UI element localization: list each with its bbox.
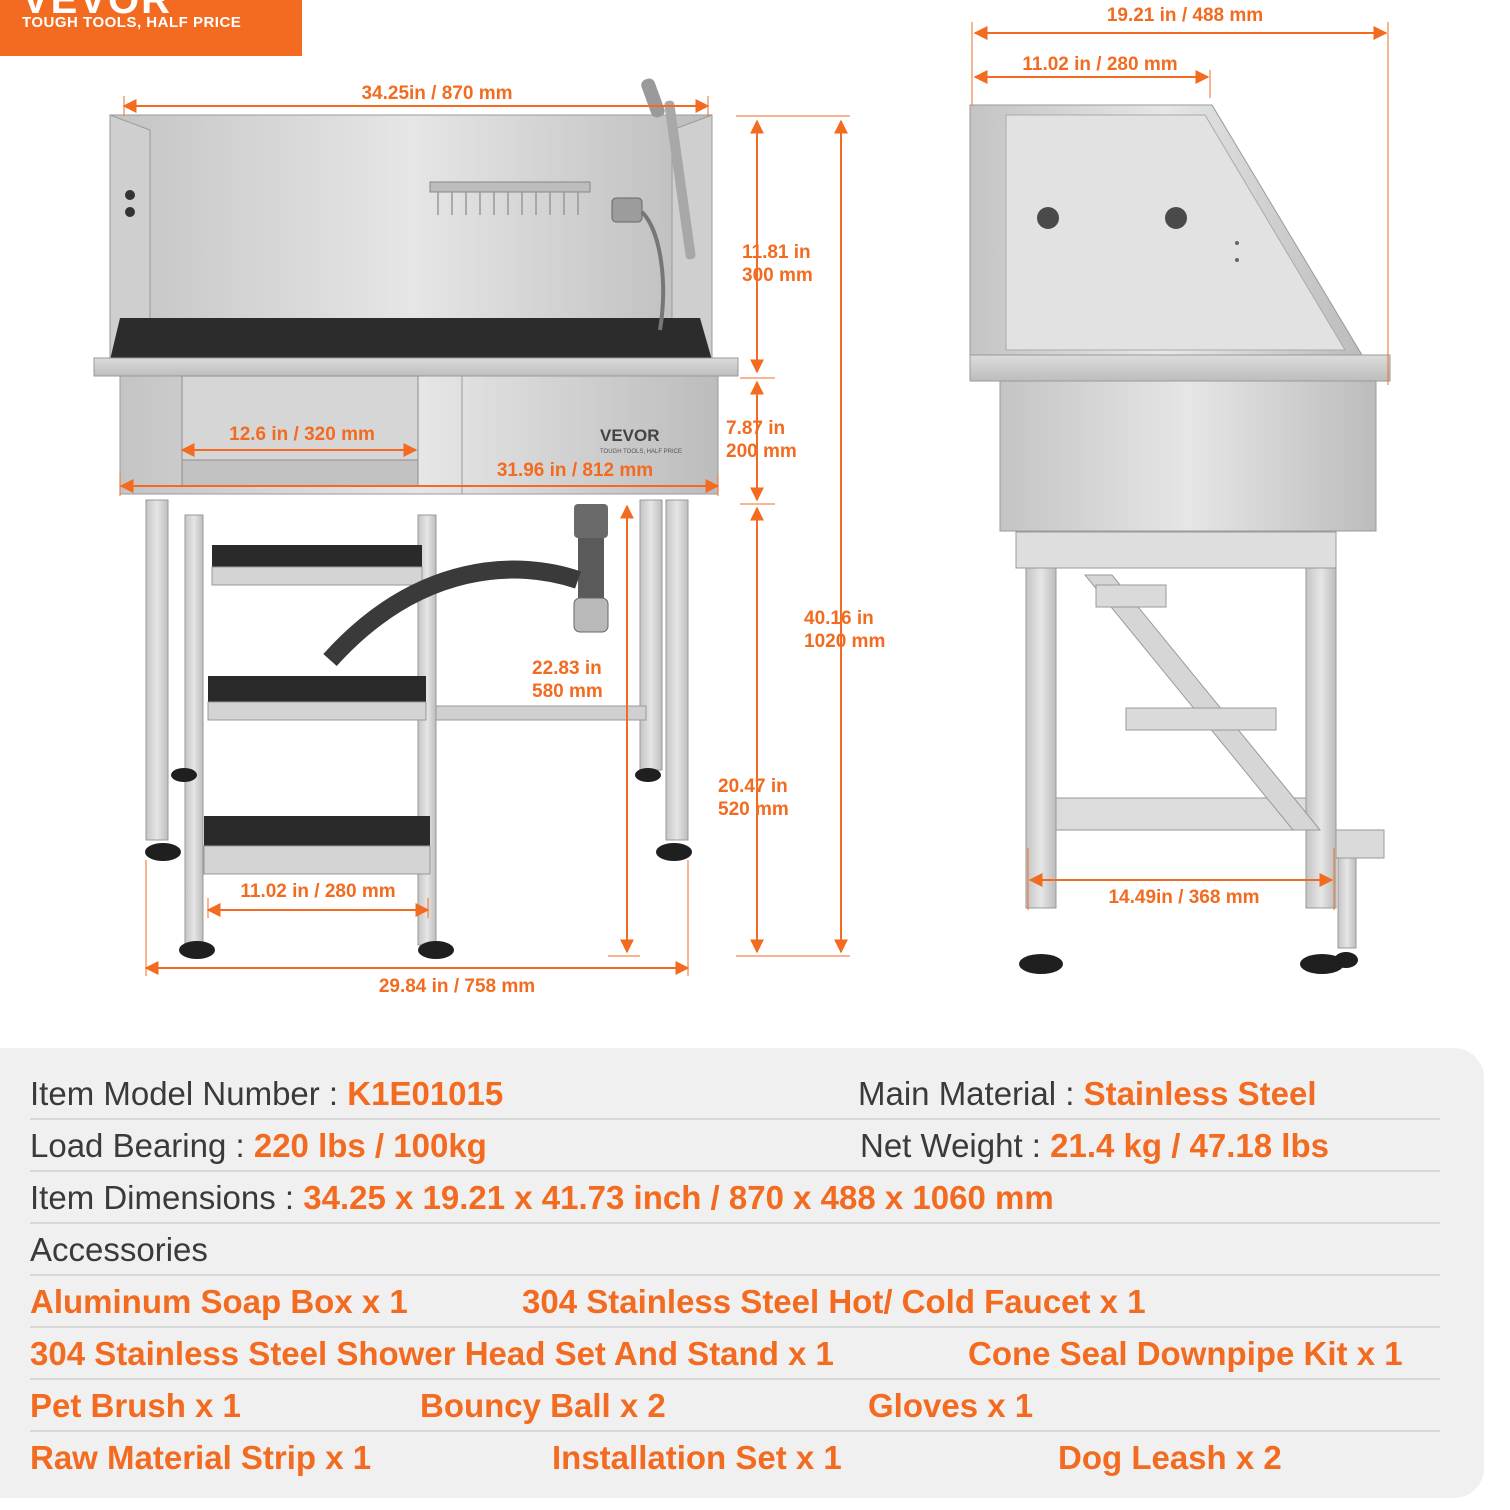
- dim-base-width: 29.84 in / 758 mm: [379, 976, 535, 997]
- dim-step-height-in: 22.83 in: [532, 658, 602, 679]
- dim-leg-height-in: 20.47 in: [718, 776, 788, 797]
- svg-text:TOUGH TOOLS, HALF PRICE: TOUGH TOOLS, HALF PRICE: [600, 449, 682, 455]
- dim-total-height-mm: 1020 mm: [804, 631, 885, 652]
- dims-label: Item Dimensions :: [30, 1179, 295, 1216]
- weight-label: Net Weight :: [860, 1127, 1041, 1164]
- dim-tub-height-mm: 200 mm: [726, 441, 797, 462]
- product-label: VEVOR TOUGH TOOLS, HALF PRICE: [600, 426, 682, 455]
- dim-step-height-mm: 580 mm: [532, 681, 603, 702]
- accessory-item: Installation Set x 1: [552, 1439, 842, 1476]
- dim-tub-height-in: 7.87 in: [726, 418, 785, 439]
- accessory-item: Raw Material Strip x 1: [30, 1439, 372, 1476]
- dim-door-width: 12.6 in / 320 mm: [229, 424, 375, 445]
- front-view-stand: [145, 499, 692, 959]
- accessory-item: Bouncy Ball x 2: [420, 1387, 666, 1424]
- accessory-item: 304 Stainless Steel Hot/ Cold Faucet x 1: [522, 1283, 1146, 1320]
- model-value: K1E01015: [347, 1075, 504, 1112]
- dim-leg-height-mm: 520 mm: [718, 799, 789, 820]
- material-value: Stainless Steel: [1083, 1075, 1317, 1112]
- dim-top-width: 34.25in / 870 mm: [361, 83, 512, 104]
- brand-logo: VEVOR: [22, 0, 173, 22]
- accessory-item: Aluminum Soap Box x 1: [30, 1283, 408, 1320]
- spec-panel: Item Model Number : K1E01015 Main Materi…: [0, 1048, 1484, 1498]
- accessory-item: 304 Stainless Steel Shower Head Set And …: [30, 1335, 834, 1372]
- extension-lines: [119, 22, 1389, 976]
- dims-value: 34.25 x 19.21 x 41.73 inch / 870 x 488 x…: [303, 1179, 1054, 1216]
- spec-row-load: Load Bearing : 220 lbs / 100kg Net Weigh…: [30, 1118, 1440, 1172]
- material-label: Main Material :: [858, 1075, 1075, 1112]
- dim-side-base-width: 14.49in / 368 mm: [1108, 887, 1259, 908]
- accessory-row-3: Pet Brush x 1 Bouncy Ball x 2 Gloves x 1: [30, 1378, 1440, 1432]
- brand-badge: VEVOR TOUGH TOOLS, HALF PRICE: [0, 0, 302, 56]
- model-label: Item Model Number :: [30, 1075, 339, 1112]
- svg-text:VEVOR: VEVOR: [600, 426, 660, 445]
- accessory-item: Pet Brush x 1: [30, 1387, 241, 1424]
- front-view-tub: [93, 78, 739, 495]
- dim-total-height-in: 40.16 in: [804, 608, 874, 629]
- accessory-row-2: 304 Stainless Steel Shower Head Set And …: [30, 1326, 1440, 1380]
- spec-row-dimensions: Item Dimensions : 34.25 x 19.21 x 41.73 …: [30, 1170, 1440, 1224]
- dimension-drawing: VEVOR TOUGH TOOLS, HALF PRICE: [93, 5, 1391, 997]
- dim-depth-overall: 19.21 in / 488 mm: [1107, 5, 1263, 26]
- accessory-item: Gloves x 1: [868, 1387, 1034, 1424]
- accessory-item: Cone Seal Downpipe Kit x 1: [968, 1335, 1403, 1372]
- dim-backsplash-height-mm: 300 mm: [742, 265, 813, 286]
- side-view: [969, 104, 1391, 974]
- spec-row-accessories-heading: Accessories: [30, 1222, 1440, 1276]
- brand-tagline: TOUGH TOOLS, HALF PRICE: [22, 14, 242, 31]
- dim-stair-width: 11.02 in / 280 mm: [240, 881, 395, 902]
- dim-backsplash-height-in: 11.81 in: [742, 242, 811, 263]
- dim-tub-width: 31.96 in / 812 mm: [497, 460, 653, 481]
- dimension-lines: [119, 26, 1388, 975]
- load-label: Load Bearing :: [30, 1127, 245, 1164]
- dim-side-top-width: 11.02 in / 280 mm: [1022, 54, 1177, 75]
- accessories-heading: Accessories: [30, 1231, 208, 1268]
- accessory-item: Dog Leash x 2: [1058, 1439, 1282, 1476]
- weight-value: 21.4 kg / 47.18 lbs: [1050, 1127, 1329, 1164]
- accessory-row-4: Raw Material Strip x 1 Installation Set …: [30, 1430, 1440, 1482]
- accessory-row-1: Aluminum Soap Box x 1 304 Stainless Stee…: [30, 1274, 1440, 1328]
- load-value: 220 lbs / 100kg: [253, 1127, 487, 1164]
- spec-row-model: Item Model Number : K1E01015 Main Materi…: [30, 1066, 1440, 1120]
